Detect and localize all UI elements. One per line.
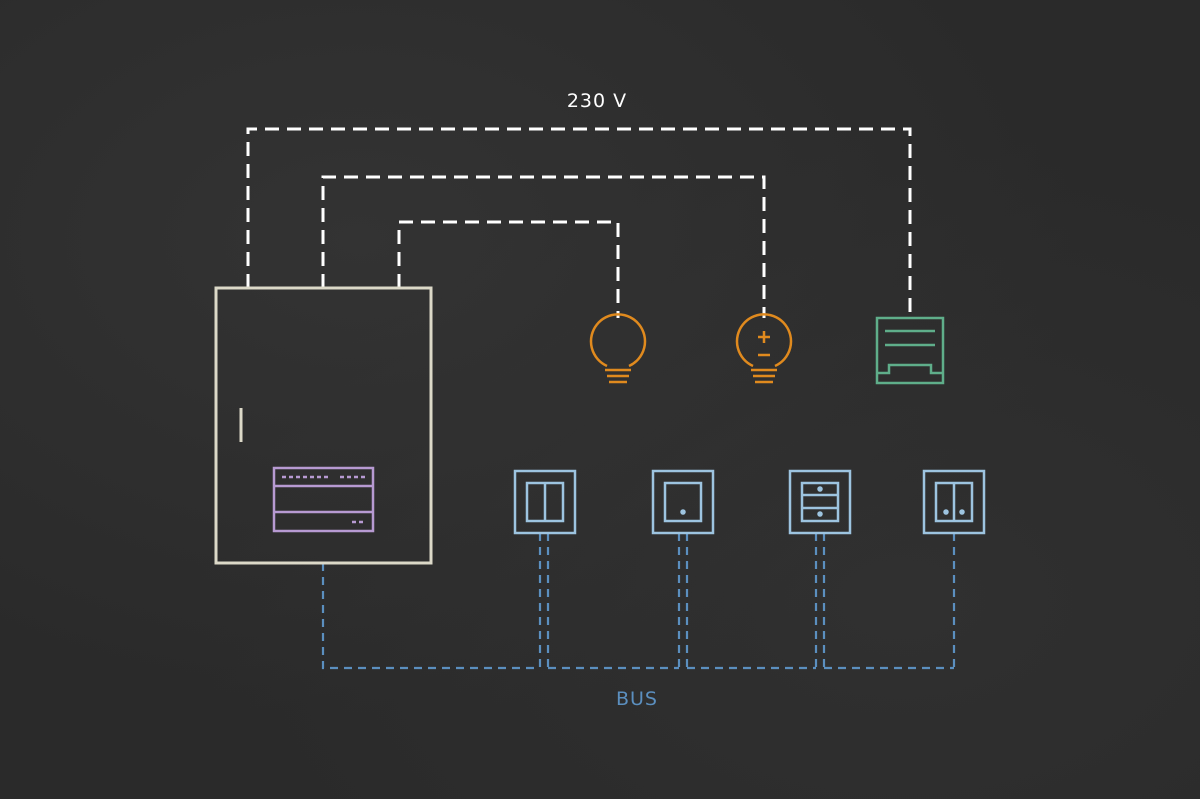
bus-line-main (321, 563, 540, 670)
single-push-button-icon (651, 469, 715, 535)
light-bulb-icon (589, 313, 647, 384)
power-lines (246, 127, 912, 318)
power-label: 230 V (567, 90, 627, 112)
distribution-cabinet-icon (214, 286, 433, 565)
bus-label: BUS (616, 688, 658, 710)
power-line-lamp (397, 220, 620, 318)
double-push-button-icon (922, 469, 986, 535)
din-rail-actuator-icon (272, 466, 375, 533)
power-line-blind (246, 127, 912, 318)
dimmable-light-bulb-icon (735, 313, 793, 384)
double-rocker-switch-icon (513, 469, 577, 535)
blind-switch-icon (788, 469, 852, 535)
bus-lines (321, 533, 956, 670)
power-line-dimmable-lamp (321, 175, 766, 318)
blind-actuator-icon (875, 316, 945, 385)
